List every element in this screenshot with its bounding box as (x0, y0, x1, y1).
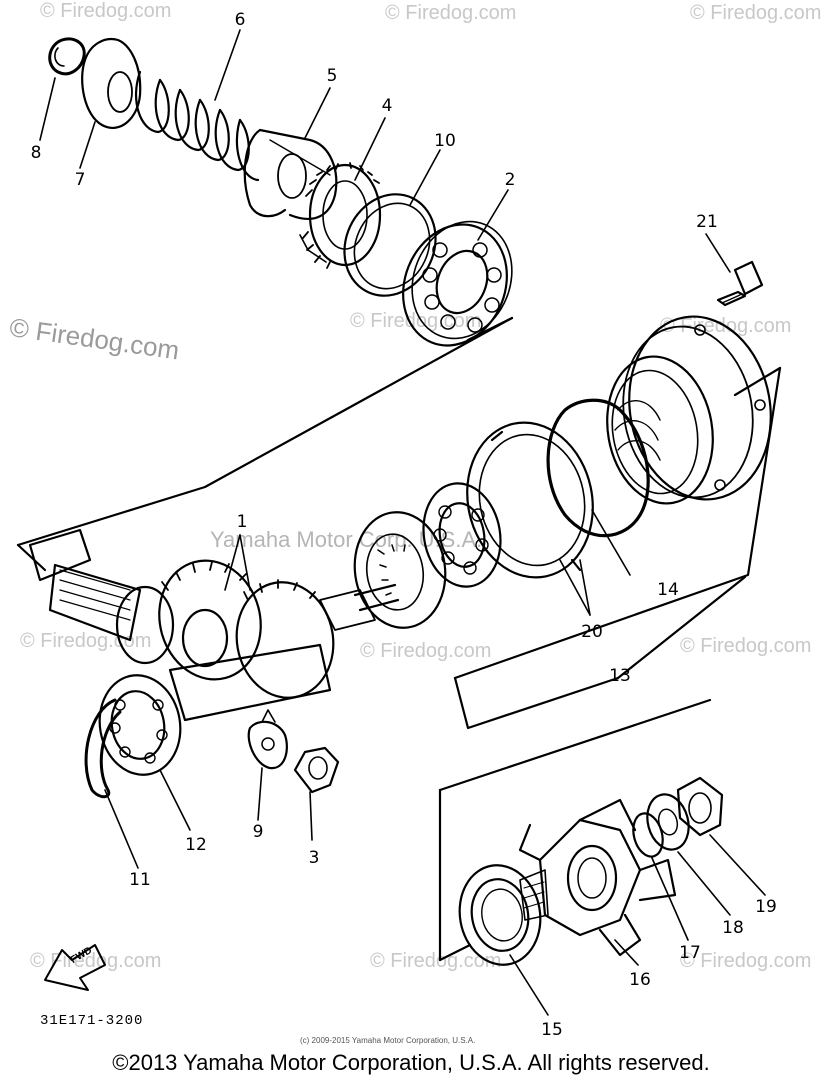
callout-8: 8 (30, 143, 42, 163)
part-13-hub (353, 511, 447, 629)
watermark-firedog: © Firedog.com (680, 950, 812, 972)
part-12-bearing (98, 674, 182, 776)
leader-lines (39, 29, 766, 1016)
callout-4: 4 (381, 96, 393, 116)
copyright-notice: ©2013 Yamaha Motor Corporation, U.S.A. A… (112, 1050, 710, 1075)
watermark-firedog: © Firedog.com (40, 0, 172, 22)
part-11-circlip (84, 698, 122, 799)
watermark-firedog: © Firedog.com (680, 635, 812, 657)
part-21-bolt (716, 260, 764, 307)
part-3-nut (293, 746, 340, 794)
part-1-shaft-gears (28, 528, 400, 722)
group-bracket-13 (733, 366, 782, 397)
part-6-spring (135, 70, 260, 182)
part-7-spring-seat (81, 37, 142, 129)
callout-21: 21 (696, 212, 718, 232)
part-17-o-ring (632, 812, 664, 858)
callout-6: 6 (234, 10, 246, 30)
callout-17: 17 (679, 943, 701, 963)
callout-14: 14 (657, 580, 679, 600)
callout-13: 13 (609, 666, 631, 686)
part-14-circlip (546, 398, 650, 538)
callout-12: 12 (185, 835, 207, 855)
callout-3: 3 (308, 848, 320, 868)
part-19-nut (676, 776, 724, 837)
diagram-code: 31E171-3200 (40, 1013, 144, 1029)
watermark-firedog: © Firedog.com (385, 2, 517, 24)
callout-9: 9 (252, 822, 264, 842)
callout-11: 11 (129, 870, 151, 890)
callout-18: 18 (722, 918, 744, 938)
part-16-flange (518, 798, 677, 957)
part-13-housing (606, 315, 772, 505)
callout-19: 19 (755, 897, 777, 917)
callout-10: 10 (434, 131, 456, 151)
fine-print: (c) 2009-2015 Yamaha Motor Corporation, … (300, 1036, 476, 1045)
callout-7: 7 (74, 170, 86, 190)
group-bracket-upper (16, 316, 514, 547)
watermark-firedog: © Firedog.com (30, 950, 162, 972)
part-8-circlip (48, 37, 86, 76)
callout-2: 2 (504, 170, 516, 190)
part-5-cam (243, 128, 287, 218)
part-15-oil-seal (458, 864, 542, 966)
part-13-bearing (422, 482, 502, 588)
watermark-firedog: © Firedog.com (690, 2, 822, 24)
callout-1: 1 (236, 512, 248, 532)
part-4-gear (299, 162, 382, 269)
watermark-firedog: © Firedog.com (370, 950, 502, 972)
part-2-bearing (402, 220, 513, 347)
fwd-arrow-icon (44, 944, 106, 991)
part-20-shim (466, 421, 594, 579)
callout-15: 15 (541, 1020, 563, 1040)
callout-20: 20 (581, 622, 603, 642)
callout-5: 5 (326, 66, 338, 86)
callout-16: 16 (629, 970, 651, 990)
watermark-firedog: © Firedog.com (360, 640, 492, 662)
part-9-lock-washer (247, 720, 288, 770)
part-10-o-ring (343, 193, 437, 297)
part-18-washer (646, 793, 690, 851)
